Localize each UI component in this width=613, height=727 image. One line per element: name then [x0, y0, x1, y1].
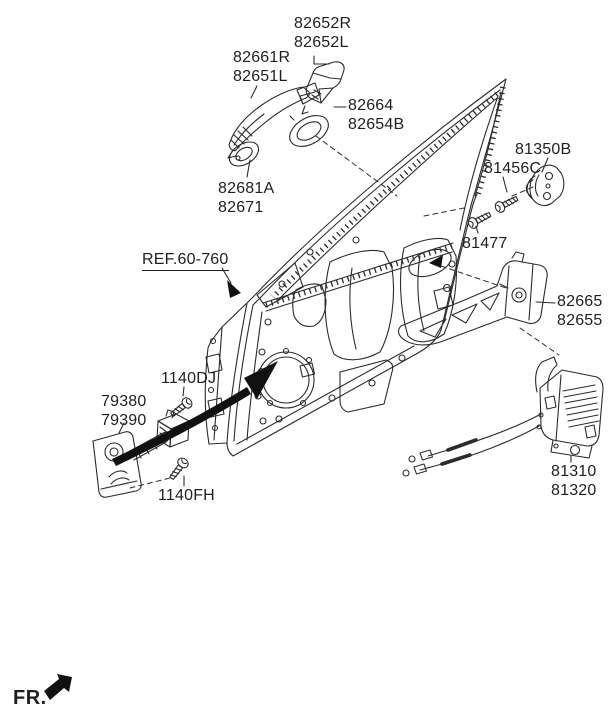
- label-1140dj: 1140DJ: [161, 370, 217, 387]
- screw-81456c-drawing: [492, 192, 520, 215]
- label-81350b: 81350B: [515, 141, 572, 158]
- handle-bezel-drawing: [228, 141, 260, 167]
- label-ref-60-760: REF.60-760: [142, 250, 229, 271]
- ref-leader-arrowhead-icon: [227, 280, 241, 298]
- dashed-reference-lines: [129, 135, 560, 489]
- direction-swoosh-arrow: [112, 361, 278, 466]
- fr-direction-arrow-icon: [44, 674, 72, 700]
- screw-1140fh-drawing: [166, 455, 191, 483]
- outside-handle-drawing: [227, 82, 320, 159]
- panel-dart-arrow-icon: [429, 255, 443, 268]
- striker-drawing: [525, 164, 565, 207]
- handle-gasket-drawing: [289, 115, 329, 147]
- label-81456c: 81456C: [484, 160, 542, 177]
- label-1140fh: 1140FH: [158, 487, 215, 504]
- label-81477: 81477: [462, 235, 508, 252]
- door-panel-drawing: [204, 78, 507, 457]
- handle-base-drawing: [398, 251, 548, 346]
- door-latch-drawing: [535, 356, 604, 459]
- latch-cables-drawing: [402, 412, 544, 477]
- handle-cap-drawing: [305, 61, 345, 104]
- label-fr: FR.: [13, 687, 47, 709]
